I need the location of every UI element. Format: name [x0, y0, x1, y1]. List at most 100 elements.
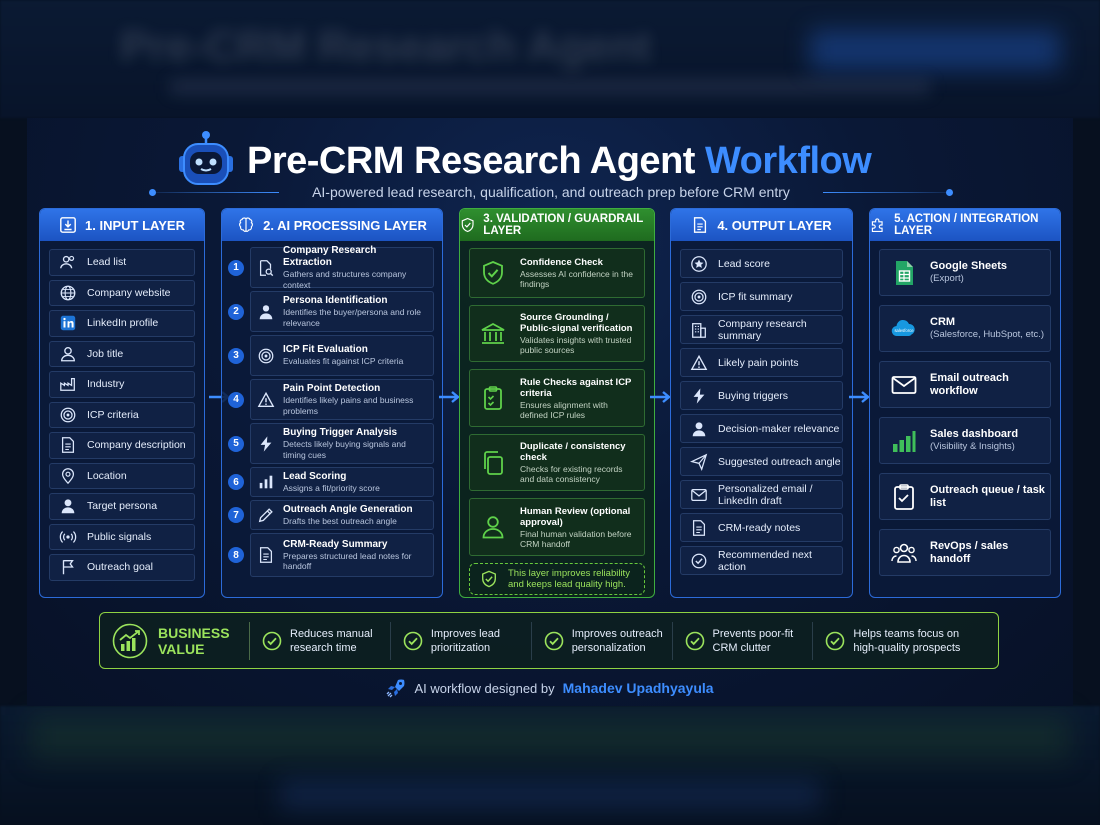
- output-item-label: Personalized email / LinkedIn draft: [718, 482, 813, 507]
- step-number: 5: [228, 435, 244, 452]
- business-value-text: Reduces manual research time: [290, 627, 373, 654]
- business-value-text: Improves outreach personalization: [571, 627, 663, 654]
- input-item-target-persona: Target persona: [49, 493, 195, 520]
- shield-check-icon: [461, 217, 474, 233]
- person-solid-icon: [59, 497, 77, 515]
- send-icon: [690, 453, 708, 471]
- output-item-icp-fit-summary: ICP fit summary: [680, 282, 843, 311]
- input-item-label: LinkedIn profile: [87, 317, 159, 330]
- action-title: CRM: [930, 316, 956, 328]
- input-layer-header: 1. INPUT LAYER: [40, 209, 204, 241]
- sheets-icon: [890, 259, 918, 287]
- output-item-likely-pain-points: Likely pain points: [680, 348, 843, 377]
- target-icon: [257, 347, 275, 365]
- business-value-item: Helps teams focus on high-quality prospe…: [813, 622, 998, 660]
- validation-description: Checks for existing records and data con…: [520, 464, 623, 484]
- diagram-header: Pre-CRM Research Agent Workflow AI-power…: [27, 130, 1073, 200]
- bar-chart-icon: [257, 473, 275, 491]
- building-icon: [690, 321, 708, 339]
- step-description: Gathers and structures company context: [283, 269, 407, 290]
- input-item-linkedin-profile: LinkedIn profile: [49, 310, 195, 337]
- puzzle-icon: [871, 218, 883, 233]
- users-icon: [59, 253, 77, 271]
- validation-title: Source Grounding / Public-signal verific…: [520, 312, 633, 334]
- globe-icon: [59, 284, 77, 302]
- signal-icon: [59, 528, 77, 546]
- flow-arrow-icon: [439, 391, 460, 403]
- document-icon: [257, 546, 275, 564]
- check-circle-icon: [544, 631, 563, 650]
- input-item-company-website: Company website: [49, 279, 195, 306]
- output-item-lead-score: Lead score: [680, 249, 843, 278]
- blurred-background-bottom: [0, 706, 1100, 825]
- bar-chart-icon: [890, 427, 918, 455]
- persona-icon: [257, 303, 275, 321]
- action-description: (Salesforce, HubSpot, etc.): [930, 329, 1045, 340]
- check-circle-icon: [403, 631, 423, 650]
- document-icon: [694, 217, 707, 233]
- validation-description: Validates insights with trusted public s…: [520, 335, 632, 355]
- doc-search-icon: [257, 259, 275, 277]
- check-circle-icon: [826, 631, 845, 650]
- footer-prefix: AI workflow designed by: [414, 680, 555, 696]
- divider-line: [823, 192, 953, 193]
- output-layer-title: 4. OUTPUT LAYER: [717, 217, 832, 233]
- step-title: CRM-Ready Summary: [283, 538, 388, 550]
- validation-title: Confidence Check: [520, 257, 603, 268]
- step-title: Buying Trigger Analysis: [283, 427, 398, 438]
- person-solid-icon: [690, 420, 708, 438]
- star-icon: [690, 255, 708, 273]
- robot-icon: [179, 131, 233, 185]
- processing-layer-title: 2. AI PROCESSING LAYER: [263, 217, 427, 233]
- location-pin-icon: [59, 467, 77, 485]
- step-number: 8: [228, 547, 244, 563]
- pencil-icon: [257, 506, 275, 524]
- output-item-company-research-summary: Company research summary: [680, 315, 843, 344]
- step-number: 2: [228, 303, 244, 320]
- business-value-item: Reduces manual research time: [250, 621, 391, 660]
- input-item-label: Public signals: [87, 530, 152, 543]
- output-item-label: Buying triggers: [718, 389, 789, 402]
- target-icon: [59, 406, 77, 424]
- business-value-text: Improves lead prioritization: [430, 627, 500, 654]
- brain-icon: [239, 217, 254, 232]
- title-main: Pre-CRM Research Agent: [247, 140, 695, 182]
- step-number: 6: [228, 474, 244, 490]
- validation-description: Final human validation before CRM handof…: [520, 528, 632, 549]
- output-item-recommended-next-action: Recommended next action: [680, 546, 843, 575]
- blurred-accent-ghost: [810, 30, 1060, 70]
- output-item-personalized-email: Personalized email / LinkedIn draft: [680, 480, 843, 509]
- input-item-job-title: Job title: [49, 340, 195, 367]
- output-item-label: Likely pain points: [718, 356, 799, 369]
- mail-icon: [890, 371, 918, 399]
- step-description: Identifies likely pains and business pro…: [283, 395, 414, 416]
- action-item-outreach-queue: Outreach queue / task list: [879, 473, 1051, 520]
- blurred-title-ghost: Pre-CRM Research Agent: [120, 22, 652, 71]
- shield-check-icon: [480, 260, 506, 286]
- validation-item: Human Review (optional approval)Final hu…: [469, 498, 645, 556]
- step-description: Evaluates fit against ICP criteria: [283, 356, 404, 367]
- input-item-label: Industry: [87, 378, 125, 391]
- document-icon: [59, 436, 77, 454]
- blurred-subtitle-ghost: [170, 80, 930, 94]
- step-title: Outreach Angle Generation: [283, 503, 413, 515]
- input-item-label: Outreach goal: [87, 561, 153, 574]
- step-description: Detects likely buying signals and timing…: [283, 439, 406, 460]
- action-title: Google Sheets: [930, 260, 1008, 272]
- input-item-label: Target persona: [87, 500, 158, 513]
- step-description: Assigns a fit/priority score: [283, 482, 380, 493]
- input-item-lead-list: Lead list: [49, 249, 195, 276]
- input-item-location: Location: [49, 462, 195, 489]
- output-item-label: Decision-maker relevance: [718, 422, 840, 435]
- output-item-label: ICP fit summary: [718, 290, 793, 303]
